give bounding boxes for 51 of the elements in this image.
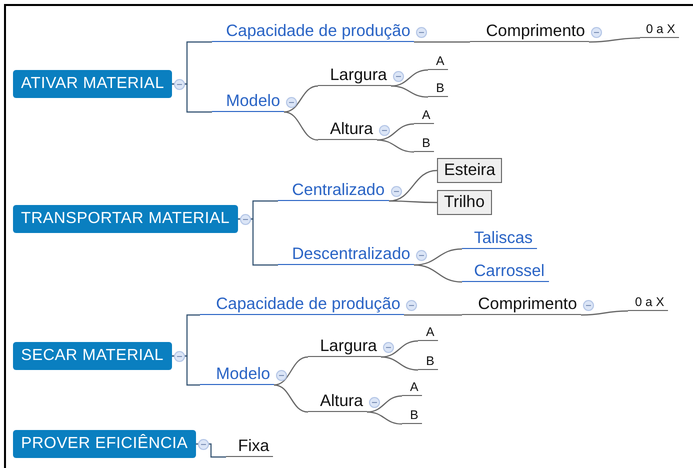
branch-label: Largura [308,336,381,357]
connector-line [284,111,318,141]
subtopic-label: Capacidade de produção [200,294,404,315]
leaf-label: A [414,108,434,124]
branch-label: Largura [318,65,391,86]
topic-box: SECAR MATERIAL [13,342,172,370]
connector-line [389,200,437,204]
leaf-label: A [402,380,422,396]
connector-line [581,310,628,316]
connector-line [172,83,212,113]
leaf-label: B [414,136,434,152]
connector-line [388,170,438,202]
subtopic-label: Modelo [212,91,284,112]
subtopic-label: Taliscas [462,228,537,249]
topic-box: TRANSPORTAR MATERIAL [13,205,238,233]
topic-box: ATIVAR MATERIAL [13,70,172,98]
connector-line [274,384,308,413]
branch-label: Altura [308,391,368,412]
option-box: Trilho [437,190,492,215]
connector-line [414,41,470,43]
leaf-label: 0 a X [628,295,668,311]
connector-line [366,411,402,425]
connector-line [274,356,308,386]
branch-label: Altura [318,119,378,140]
subtopic-label: Descentralizado [278,244,414,265]
connector-line [284,85,318,113]
subtopic-label: Capacidade de produção [212,21,414,42]
leaf-label: A [418,325,438,341]
branch-label: Comprimento [470,21,590,42]
option-box: Esteira [437,158,502,183]
leaf-label: B [402,408,422,424]
connector-line [376,139,414,153]
leaf-label: 0 a X [640,22,680,38]
topic-box: PROVER EFICIÊNCIA [13,430,196,458]
leaf-label: B [428,81,448,97]
connector-line [366,395,402,413]
branch-label: Comprimento [462,294,582,315]
connector-line [404,314,462,316]
connector-line [196,443,226,458]
subtopic-label: Modelo [200,364,274,385]
connector-line [172,355,200,386]
connector-line [589,37,640,43]
connector-line [390,85,428,98]
subtopic-label: Carrossel [462,261,549,282]
connector-line [414,264,462,283]
connector-line [238,218,278,266]
leaf-label: A [428,54,448,70]
leaf-label: B [418,354,438,370]
connector-line [380,356,418,371]
branch-label: Fixa [226,436,274,457]
subtopic-label: Centralizado [278,180,389,201]
